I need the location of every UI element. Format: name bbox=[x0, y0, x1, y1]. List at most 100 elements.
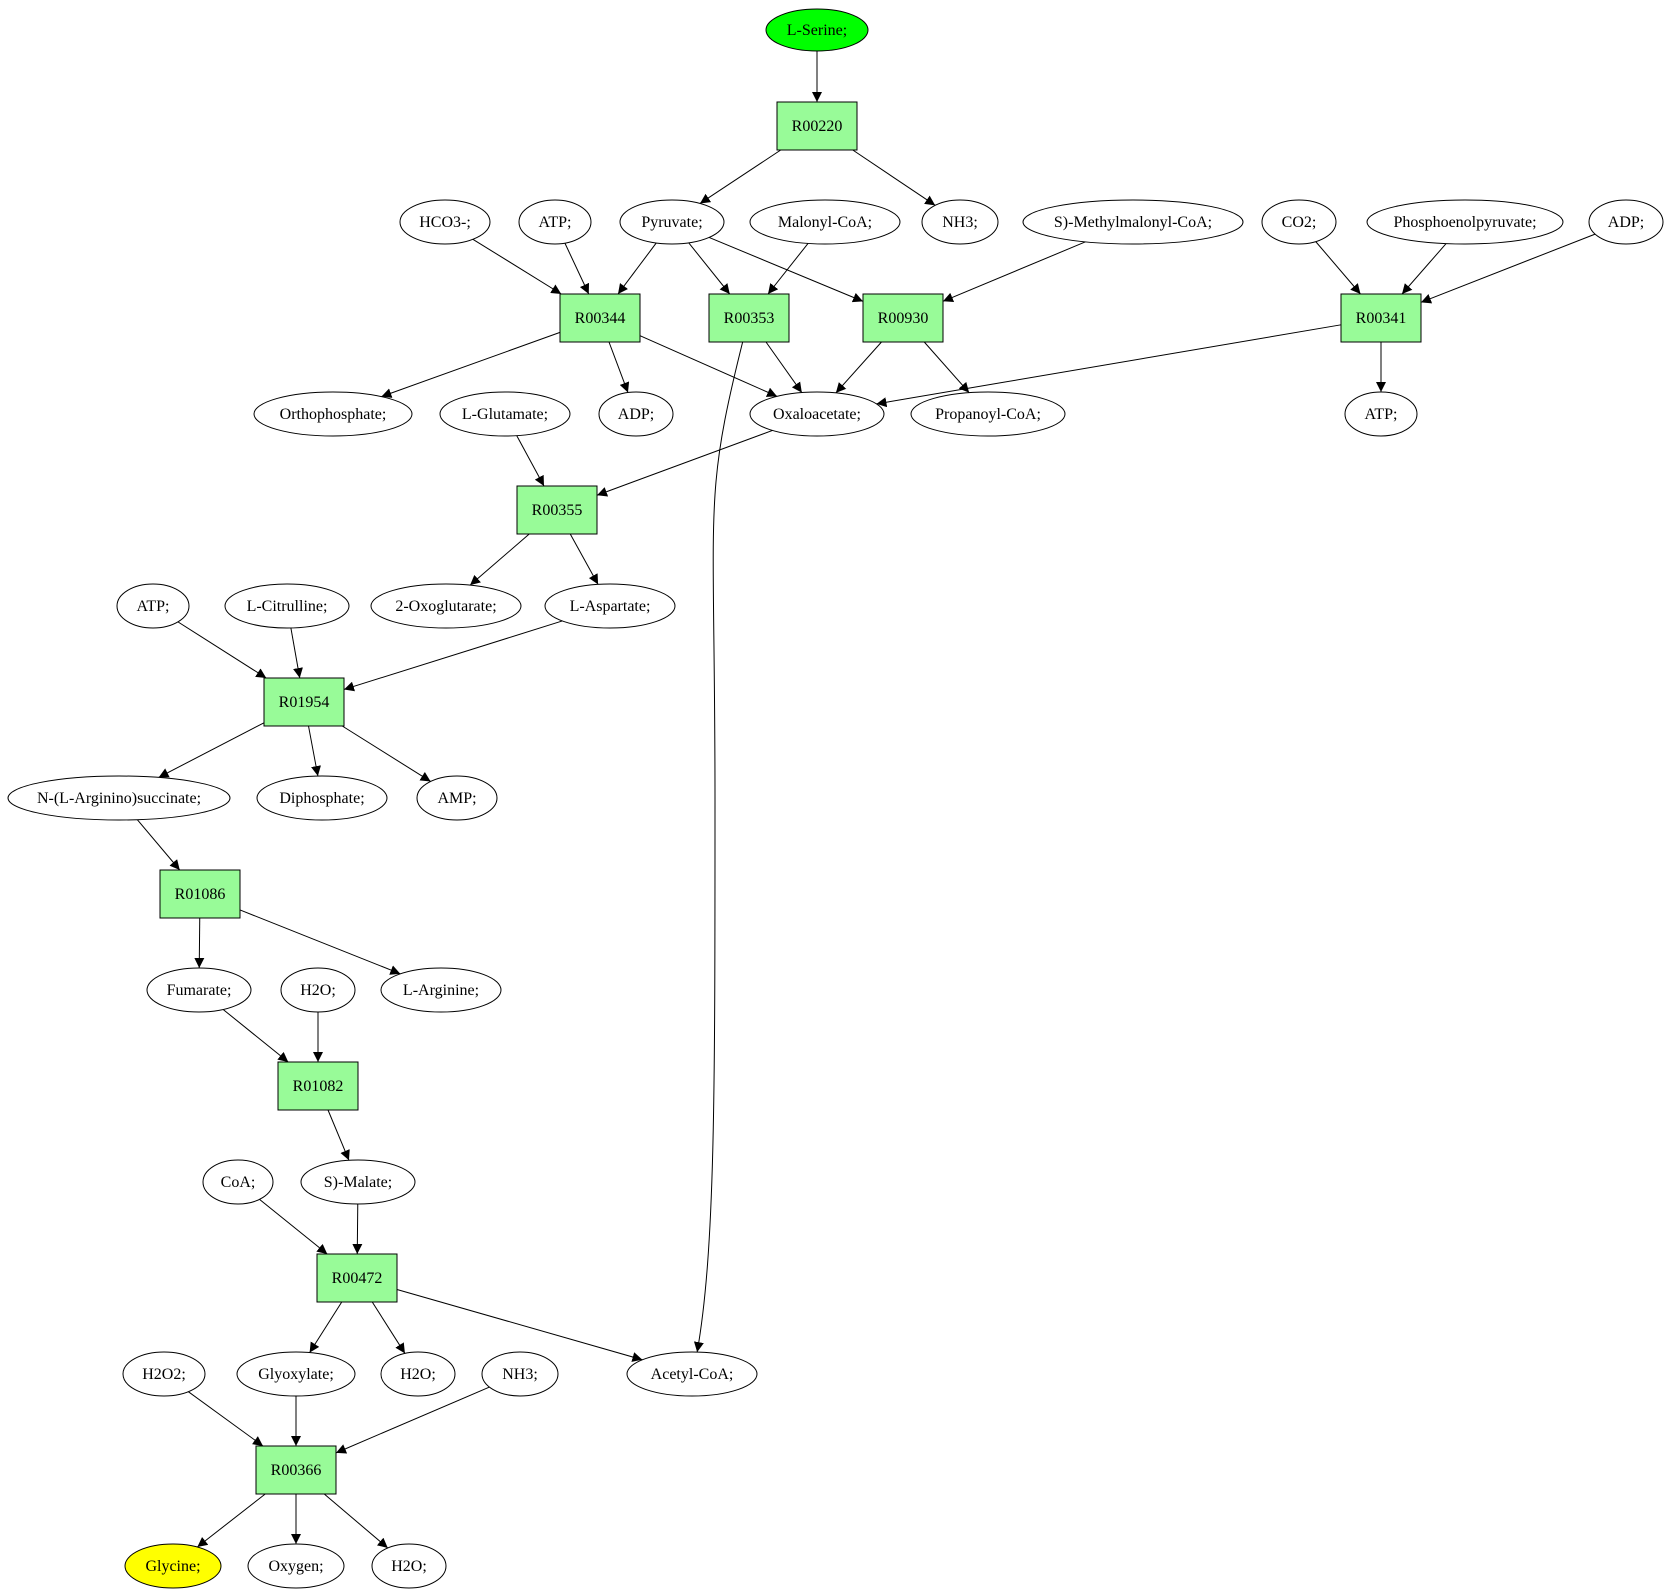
reaction-label: R00341 bbox=[1356, 310, 1407, 327]
compound-label: Acetyl-CoA; bbox=[651, 1366, 734, 1383]
edge-r01086-to-c_fumarate bbox=[194, 917, 205, 969]
reaction-label: R00472 bbox=[332, 1270, 383, 1287]
compound-label: Oxaloacetate; bbox=[773, 406, 861, 423]
edge-c_atp3-to-r01954 bbox=[177, 621, 267, 679]
compound-node: ATP; bbox=[518, 199, 592, 245]
reaction-box bbox=[776, 101, 858, 151]
reaction-label: R00220 bbox=[792, 118, 843, 135]
compound-ellipse bbox=[481, 1351, 559, 1397]
compound-label: Orthophosphate; bbox=[280, 406, 387, 423]
reaction-box bbox=[516, 485, 598, 535]
compound-label: ATP; bbox=[1365, 406, 1398, 423]
reaction-node: R01082 bbox=[277, 1061, 359, 1111]
edge-r00220-to-c_nh3a bbox=[852, 149, 936, 206]
edge-r01954-to-c_amp bbox=[341, 725, 431, 782]
compound-label: NH3; bbox=[502, 1366, 538, 1383]
reaction-box bbox=[1340, 293, 1422, 343]
compound-node: Phosphoenolpyruvate; bbox=[1366, 199, 1564, 245]
edge-r00344-to-c_orthophosphate bbox=[381, 331, 561, 398]
compound-label: Malonyl-CoA; bbox=[778, 214, 872, 231]
compound-node: AMP; bbox=[416, 775, 498, 821]
compound-node: H2O2; bbox=[122, 1351, 206, 1397]
reaction-node: R00930 bbox=[862, 293, 944, 343]
compound-node: ADP; bbox=[598, 391, 674, 437]
nodes-layer: L-Serine; HCO3-; ATP; Pyruvate; Malonyl-CoA;… bbox=[7, 8, 1664, 1589]
compound-node: Propanoyl-CoA; bbox=[910, 391, 1066, 437]
compound-label: Glyoxylate; bbox=[258, 1366, 334, 1383]
reaction-node: R01086 bbox=[159, 869, 241, 919]
compound-ellipse bbox=[921, 199, 999, 245]
reaction-box bbox=[255, 1445, 337, 1495]
compound-ellipse bbox=[1366, 199, 1564, 245]
compound-node: Malonyl-CoA; bbox=[749, 199, 901, 245]
compound-label: L-Serine; bbox=[787, 22, 847, 39]
compound-node: L-Serine; bbox=[765, 8, 869, 52]
compound-node: L-Citrulline; bbox=[224, 583, 350, 629]
compound-node: L-Aspartate; bbox=[544, 583, 676, 629]
edge-c_pyruvate-to-r00353 bbox=[688, 242, 731, 295]
edge-r01954-to-c_diphosphate bbox=[308, 725, 321, 777]
compound-label: L-Arginine; bbox=[403, 982, 479, 999]
compound-ellipse bbox=[1022, 199, 1244, 245]
compound-label: Diphosphate; bbox=[279, 790, 364, 807]
compound-ellipse bbox=[247, 1543, 345, 1589]
reaction-label: R01082 bbox=[293, 1078, 344, 1095]
compound-node: HCO3-; bbox=[399, 199, 491, 245]
reaction-node: R00366 bbox=[255, 1445, 337, 1495]
compound-node: Pyruvate; bbox=[619, 199, 725, 245]
edge-r00341-to-c_oxaloacetate bbox=[876, 324, 1342, 408]
compound-ellipse bbox=[256, 775, 388, 821]
compound-label: H2O; bbox=[300, 982, 336, 999]
compound-node: H2O; bbox=[280, 967, 356, 1013]
edge-r00366-to-c_glycine bbox=[196, 1493, 266, 1548]
compound-label: CoA; bbox=[221, 1174, 256, 1191]
compound-label: Fumarate; bbox=[167, 982, 232, 999]
compound-ellipse bbox=[116, 583, 190, 629]
compound-node: Acetyl-CoA; bbox=[626, 1351, 758, 1397]
reaction-node: R00472 bbox=[316, 1253, 398, 1303]
edge-c_coa-to-r00472 bbox=[259, 1198, 328, 1255]
edge-c_nh3b-to-r00366 bbox=[335, 1386, 490, 1454]
compound-ellipse bbox=[236, 1351, 356, 1397]
compound-ellipse bbox=[146, 967, 252, 1013]
compound-label: L-Glutamate; bbox=[462, 406, 548, 423]
compound-ellipse bbox=[300, 1159, 416, 1205]
compound-node: ADP; bbox=[1588, 199, 1664, 245]
edge-r00472-to-c_h2o2b bbox=[371, 1301, 406, 1354]
compound-ellipse bbox=[124, 1543, 222, 1589]
compound-ellipse bbox=[439, 391, 571, 437]
reaction-node: R00353 bbox=[708, 293, 790, 343]
compound-ellipse bbox=[371, 1543, 447, 1589]
compound-label: ATP; bbox=[137, 598, 170, 615]
compound-node: L-Glutamate; bbox=[439, 391, 571, 437]
compound-node: ATP; bbox=[1344, 391, 1418, 437]
edges-layer bbox=[136, 51, 1596, 1549]
compound-label: Glycine; bbox=[145, 1558, 200, 1575]
compound-label: H2O; bbox=[400, 1366, 436, 1383]
edge-r00353-to-c_acetylcoa bbox=[693, 341, 744, 1353]
edge-r00366-to-c_h2o3 bbox=[323, 1493, 389, 1549]
compound-node: Orthophosphate; bbox=[253, 391, 413, 437]
reaction-label: R01086 bbox=[175, 886, 226, 903]
compound-label: S)-Methylmalonyl-CoA; bbox=[1054, 214, 1212, 231]
compound-ellipse bbox=[749, 391, 885, 437]
compound-node: Glycine; bbox=[124, 1543, 222, 1589]
edge-c_malonylcoa-to-r00353 bbox=[767, 243, 809, 295]
compound-label: CO2; bbox=[1282, 214, 1317, 231]
reaction-node: R00220 bbox=[776, 101, 858, 151]
compound-ellipse bbox=[416, 775, 498, 821]
compound-label: Pyruvate; bbox=[641, 214, 702, 231]
edge-c_h2o2-to-r00366 bbox=[188, 1391, 264, 1447]
compound-node: 2-Oxoglutarate; bbox=[370, 583, 522, 629]
compound-label: L-Citrulline; bbox=[247, 598, 328, 615]
edge-r00353-to-c_oxaloacetate bbox=[765, 341, 803, 393]
edge-c_argsucc-to-r01086 bbox=[136, 819, 181, 871]
edge-c_atp1-to-r00344 bbox=[564, 242, 590, 295]
edge-c_pyruvate-to-r00344 bbox=[617, 242, 657, 295]
compound-node: S)-Malate; bbox=[300, 1159, 416, 1205]
compound-node: L-Arginine; bbox=[380, 967, 502, 1013]
compound-label: NH3; bbox=[942, 214, 978, 231]
edge-c_co2-to-r00341 bbox=[1315, 241, 1361, 295]
reaction-box bbox=[159, 869, 241, 919]
